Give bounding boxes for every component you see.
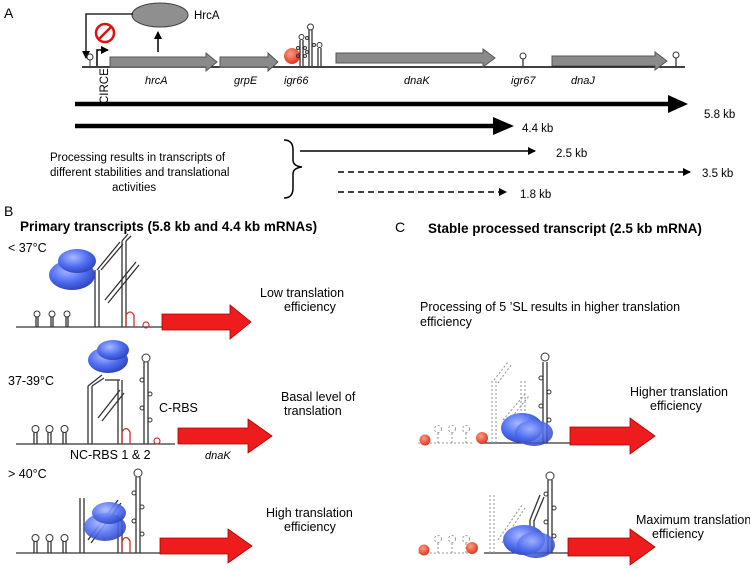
gene-label-dnak: dnaK: [404, 75, 430, 87]
mrna-processed-maximum: [418, 471, 580, 554]
dnak-arrow-maximum: [567, 528, 656, 566]
no-entry-icon: [94, 22, 116, 44]
rnase-icon-c2b: [466, 542, 478, 554]
outcome-maximum-1: Maximum translation: [636, 513, 750, 527]
gene-hrca-arrow: [109, 51, 218, 73]
outcome-higher-1: Higher translation: [630, 385, 728, 399]
dnak-arrow-higher: [569, 417, 656, 455]
temp-label-mid: 37-39°C: [8, 374, 54, 388]
panel-label-c: C: [395, 219, 405, 235]
processing-text-1: Processing results in transcripts of: [50, 152, 226, 164]
transcript-5-8kb-head: [668, 95, 688, 113]
panel-c-title: Stable processed transcript (2.5 kb mRNA…: [428, 221, 702, 236]
hrca-protein: [131, 2, 189, 28]
outcome-high-2: efficiency: [284, 520, 337, 534]
hrca-label: HrcA: [194, 10, 220, 22]
mrna-processed-higher: [418, 352, 580, 444]
circe-label: CIRCE: [99, 68, 111, 104]
dnak-arrow-mid: [177, 418, 273, 454]
temp-label-low: < 37°C: [8, 241, 47, 255]
gene-label-igr67: igr67: [511, 75, 536, 87]
gene-dnaj-arrow: [551, 51, 668, 71]
igr67-hairpin: [519, 52, 527, 67]
mrna-structure-low: [16, 233, 165, 329]
gene-dnak-arrow: [335, 48, 496, 68]
label-2-5kb: 2.5 kb: [556, 148, 587, 160]
crbs-label: C-RBS: [159, 401, 198, 415]
label-1-8kb: 1.8 kb: [520, 189, 551, 201]
temp-label-high: > 40°C: [8, 467, 47, 481]
rnase-icon-c1b: [476, 432, 488, 444]
igr66-structure: [284, 23, 323, 66]
label-3-5kb: 3.5 kb: [702, 168, 733, 180]
repression-line: [82, 13, 133, 59]
ribosome-mid: [88, 340, 129, 373]
rnase-icon-c2a: [418, 544, 430, 556]
outcome-higher-2: efficiency: [650, 399, 703, 413]
mrna-structure-high: [16, 468, 165, 554]
gene-label-grpe: grpE: [234, 75, 258, 87]
outcome-mid-1: Basal level of: [281, 390, 356, 404]
mrna-structure-mid: [16, 353, 175, 445]
transcript-4-4kb-head: [493, 117, 514, 135]
outcome-mid-2: translation: [284, 404, 342, 418]
processing-text-2: different stabilities and translational: [50, 167, 229, 179]
panel-label-b: B: [4, 203, 13, 219]
processing-text-3: activities: [112, 182, 156, 194]
label-4-4kb: 4.4 kb: [522, 123, 553, 135]
ribosome-maximum: [503, 525, 555, 558]
dnaj-terminator-hairpin: [672, 51, 680, 67]
circe-hairpin-loop: [86, 53, 94, 61]
bracket: [283, 139, 303, 199]
gene-grpe-arrow: [219, 51, 279, 73]
gene-label-igr66: igr66: [284, 75, 309, 87]
label-5-8kb: 5.8 kb: [704, 109, 735, 121]
gene-label-hrca: hrcA: [145, 75, 168, 87]
dnak-arrow-low: [161, 304, 252, 340]
promoter-arrow: [96, 46, 109, 66]
rnase-icon-c1a: [419, 434, 431, 446]
processing-note-2: efficiency: [420, 315, 473, 329]
gene-label-dnaj: dnaJ: [571, 75, 595, 87]
panel-label-a: A: [4, 5, 14, 21]
ribosome-low: [49, 249, 96, 290]
ribosome-higher: [501, 413, 553, 446]
panel-b-title: Primary transcripts (5.8 kb and 4.4 kb m…: [20, 219, 317, 234]
ncrbs-label: NC-RBS 1 & 2: [70, 448, 151, 462]
dnak-label: dnaK: [205, 450, 231, 462]
outcome-maximum-2: efficiency: [652, 527, 705, 541]
rnase-icon: [284, 48, 300, 64]
ribosome-high: [84, 502, 126, 541]
processing-note-1: Processing of 5 ’SL results in higher tr…: [420, 300, 680, 314]
outcome-high-1: High translation: [266, 506, 353, 520]
outcome-low-2: efficiency: [284, 300, 337, 314]
dnak-arrow-high: [159, 528, 253, 564]
outcome-low-1: Low translation: [260, 286, 344, 300]
